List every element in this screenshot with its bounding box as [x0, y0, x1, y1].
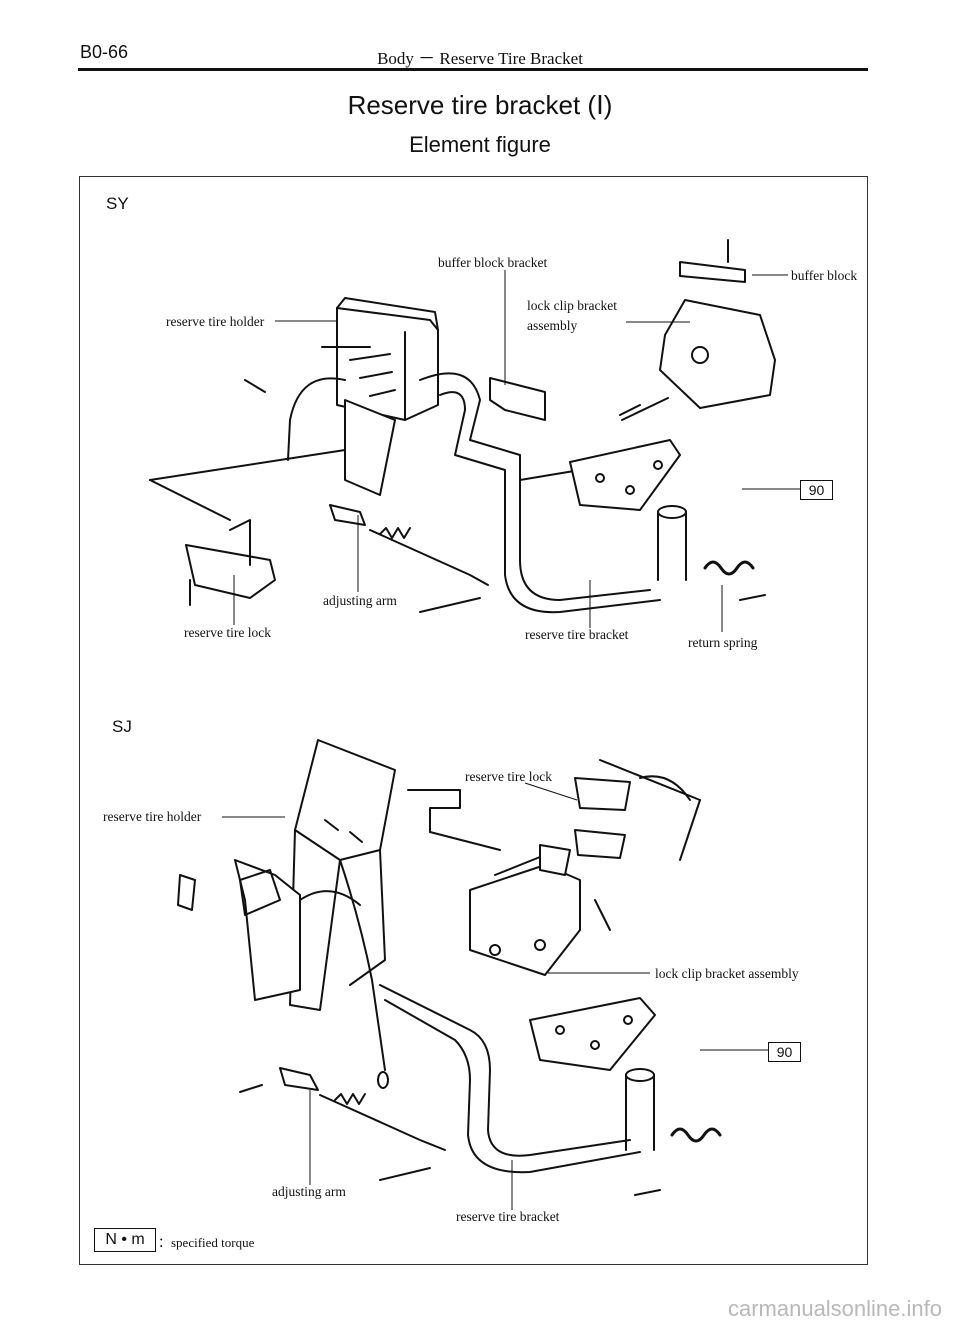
label-reserve-tire-lock-sy: reserve tire lock [184, 625, 271, 640]
torque-value-sj: 90 [768, 1042, 801, 1062]
torque-value-sy: 90 [800, 480, 833, 500]
label-lock-clip-bracket-assembly-sj: lock clip bracket assembly [655, 966, 799, 981]
torque-unit-legend-symbol: N • m [94, 1228, 156, 1252]
section-label-sy: SY [106, 194, 129, 213]
label-buffer-block: buffer block [791, 268, 858, 283]
label-reserve-tire-bracket-sy: reserve tire bracket [525, 627, 629, 642]
label-buffer-block-bracket: buffer block bracket [438, 255, 548, 270]
label-adjusting-arm-sy: adjusting arm [323, 593, 397, 608]
section-label-sj: SJ [112, 717, 132, 736]
document-title: Reserve tire bracket (Ⅰ) [347, 90, 613, 120]
label-reserve-tire-bracket-sj: reserve tire bracket [456, 1209, 560, 1224]
label-lock-clip-bracket-line1: lock clip bracket [527, 298, 617, 313]
header-rule [78, 68, 868, 71]
watermark: carmanualsonline.info [727, 1296, 942, 1321]
page-header-title: Body － Reserve Tire Bracket [377, 49, 583, 68]
label-reserve-tire-holder-sy: reserve tire holder [166, 314, 265, 329]
document-subtitle: Element figure [409, 132, 551, 157]
label-adjusting-arm-sj: adjusting arm [272, 1184, 346, 1199]
label-lock-clip-bracket-line2: assembly [527, 318, 578, 333]
page-code: B0-66 [80, 42, 129, 62]
label-reserve-tire-lock-sj: reserve tire lock [465, 769, 552, 784]
figure-frame [79, 176, 868, 1265]
label-return-spring: return spring [688, 635, 758, 650]
torque-unit-legend-text: ：specified torque [158, 1235, 255, 1250]
label-reserve-tire-holder-sj: reserve tire holder [103, 809, 202, 824]
